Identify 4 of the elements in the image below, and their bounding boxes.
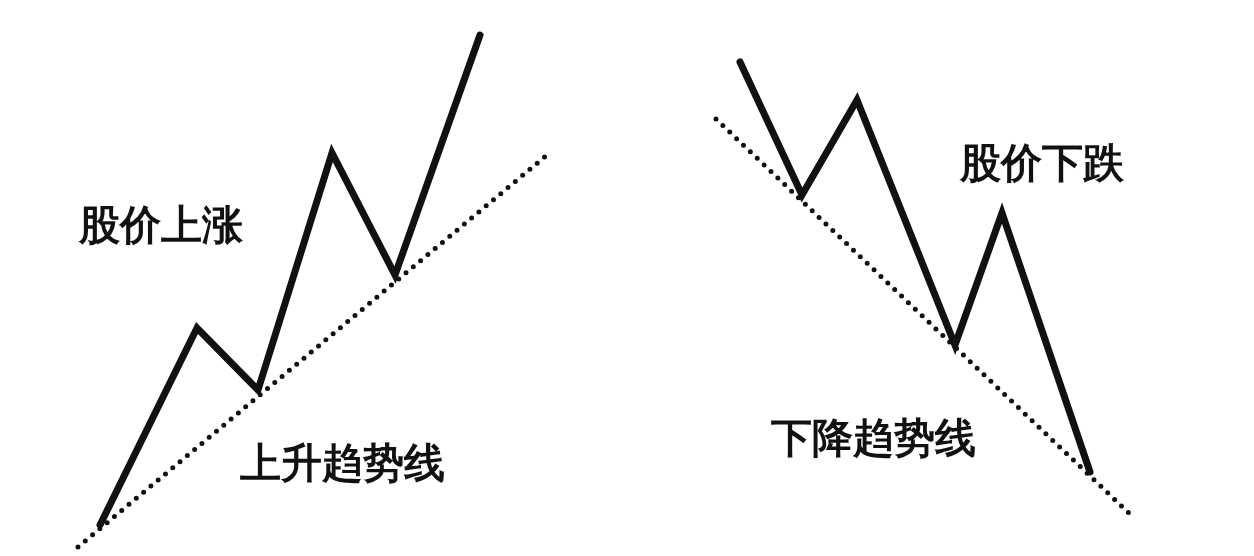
text-label: 下降趋势线 [771,418,976,459]
text-label: 股价下跌 [960,143,1124,184]
text-label: 上升趋势线 [240,443,445,484]
text-label: 股价上涨 [79,205,243,246]
